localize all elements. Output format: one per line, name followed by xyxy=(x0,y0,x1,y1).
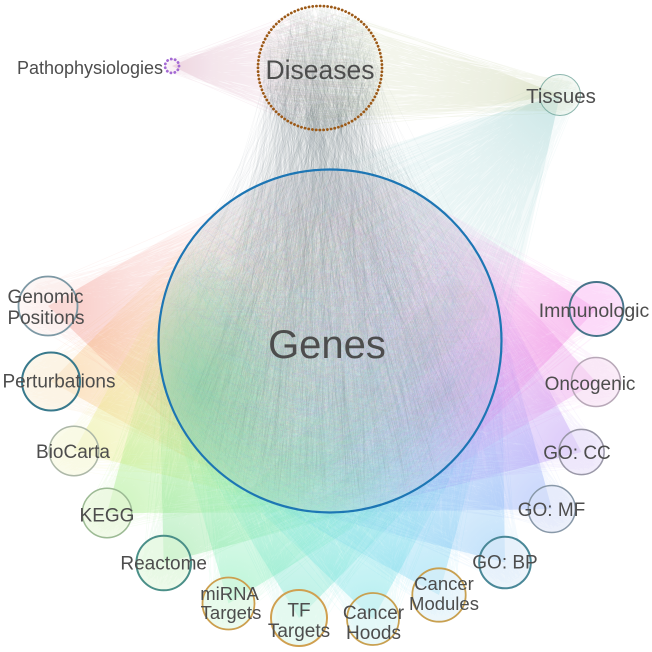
svg-text:Reactome: Reactome xyxy=(120,553,207,574)
svg-text:Tissues: Tissues xyxy=(526,85,596,108)
svg-text:miRNA: miRNA xyxy=(200,583,259,604)
svg-text:Hoods: Hoods xyxy=(346,623,401,644)
svg-text:GO: CC: GO: CC xyxy=(543,443,611,464)
svg-text:Cancer: Cancer xyxy=(343,603,405,624)
svg-text:Genes: Genes xyxy=(268,323,386,367)
svg-text:KEGG: KEGG xyxy=(80,506,135,527)
svg-text:GO: MF: GO: MF xyxy=(518,500,586,521)
svg-text:Perturbations: Perturbations xyxy=(2,372,115,393)
svg-text:Immunologic: Immunologic xyxy=(539,300,650,322)
svg-text:Diseases: Diseases xyxy=(266,55,375,85)
svg-text:Targets: Targets xyxy=(268,621,330,642)
svg-text:Modules: Modules xyxy=(409,593,479,614)
svg-text:TF: TF xyxy=(287,601,310,622)
svg-text:Genomic: Genomic xyxy=(7,287,83,308)
svg-text:Targets: Targets xyxy=(201,602,262,623)
svg-text:Pathophysiologies: Pathophysiologies xyxy=(17,58,163,78)
svg-text:Cancer: Cancer xyxy=(414,573,474,594)
svg-text:Oncogenic: Oncogenic xyxy=(545,374,636,395)
svg-text:GO: BP: GO: BP xyxy=(472,553,537,574)
svg-text:BioCarta: BioCarta xyxy=(36,442,110,463)
svg-text:Positions: Positions xyxy=(7,308,84,329)
